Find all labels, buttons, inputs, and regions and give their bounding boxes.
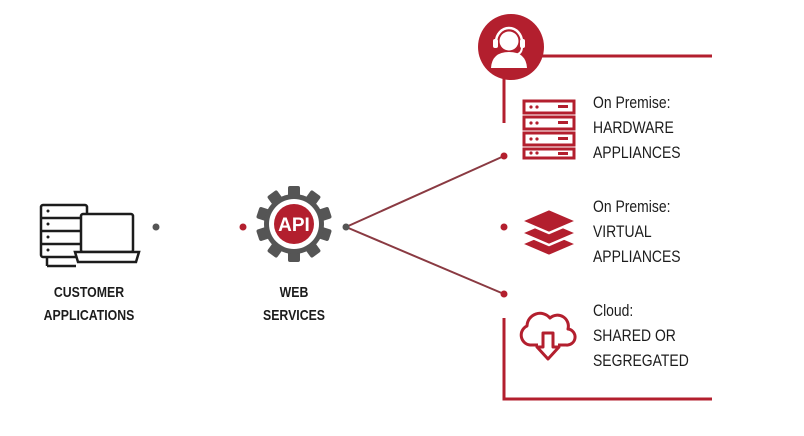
target-line2: APPLIANCES bbox=[593, 143, 681, 162]
target-on-premise-hardware: On Premise: HARDWARE APPLIANCES bbox=[593, 90, 681, 165]
customer-label-line1: CUSTOMER bbox=[53, 284, 125, 301]
cloud-download-icon bbox=[519, 311, 577, 361]
headset-agent-icon bbox=[478, 14, 544, 80]
target-on-premise-virtual: On Premise: VIRTUAL APPLIANCES bbox=[593, 194, 681, 269]
target-line2: SEGREGATED bbox=[593, 351, 689, 370]
customer-label-line2: APPLICATIONS bbox=[43, 307, 135, 324]
target-title: On Premise: bbox=[593, 93, 671, 112]
server-laptop-icon bbox=[39, 203, 141, 268]
target-cloud: Cloud: SHARED OR SEGREGATED bbox=[593, 298, 689, 373]
api-gear-icon bbox=[256, 186, 332, 262]
target-title: Cloud: bbox=[593, 301, 634, 320]
web-label-line1: WEB bbox=[279, 284, 309, 301]
api-badge-label: API bbox=[278, 215, 310, 236]
target-title: On Premise: bbox=[593, 197, 671, 216]
layers-stack-icon bbox=[519, 207, 579, 258]
target-line1: SHARED OR bbox=[593, 326, 676, 345]
server-rack-icon bbox=[522, 99, 576, 160]
target-line2: APPLIANCES bbox=[593, 247, 681, 266]
customer-applications-label: CUSTOMER APPLICATIONS bbox=[32, 281, 145, 327]
web-services-label: WEB SERVICES bbox=[255, 281, 334, 327]
connectors-web-targets bbox=[342, 152, 508, 298]
connector-customer-web bbox=[152, 223, 247, 231]
target-line1: HARDWARE bbox=[593, 118, 674, 137]
web-label-line2: SERVICES bbox=[263, 307, 325, 324]
provider-bracket bbox=[502, 54, 712, 401]
target-line1: VIRTUAL bbox=[593, 222, 652, 241]
